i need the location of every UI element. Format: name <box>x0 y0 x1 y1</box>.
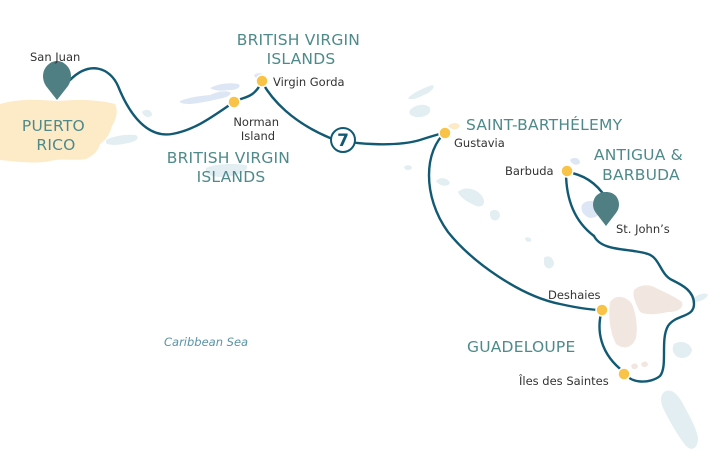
pin-st-johns[interactable] <box>593 192 619 226</box>
region-label-puerto-rico: PUERTO RICO <box>22 117 90 154</box>
port-label-barbuda[interactable]: Barbuda <box>505 164 554 178</box>
island-st-martin <box>409 104 431 118</box>
stop-marker-norman-island[interactable] <box>227 95 241 109</box>
island-st-thomas <box>179 91 231 104</box>
region-label-guadeloupe: GUADELOUPE <box>467 338 575 356</box>
island-les-saintes-1 <box>631 363 638 370</box>
region-label-bvi-south: BRITISH VIRGIN ISLANDS <box>167 149 296 186</box>
island-st-kitts <box>458 188 484 207</box>
sea-label-caribbean: Caribbean Sea <box>164 335 248 349</box>
island-les-saintes-2 <box>641 361 648 368</box>
island-dominica <box>661 390 698 449</box>
island-guadeloupe-basse-terre <box>609 296 637 348</box>
map-pin-icon <box>43 61 71 100</box>
island-anguilla <box>408 85 434 100</box>
route-east-to-barbuda <box>564 170 596 238</box>
stop-marker-deshaies[interactable] <box>595 303 609 317</box>
region-labels: PUERTO RICO BRITISH VIRGIN ISLANDS BRITI… <box>22 31 688 356</box>
region-label-antigua-barbuda: ANTIGUA & BARBUDA <box>594 146 688 184</box>
nights-badge-number: 7 <box>337 131 349 151</box>
island-saba <box>404 165 412 171</box>
island-redonda <box>525 237 532 242</box>
port-label-gustavia[interactable]: Gustavia <box>454 136 505 150</box>
stop-marker-barbuda[interactable] <box>560 164 574 178</box>
stop-marker-iles-des-saintes[interactable] <box>617 367 631 381</box>
port-markers <box>227 74 631 381</box>
route-virgin-gorda-to-gustavia <box>260 80 448 146</box>
pin-san-juan[interactable] <box>43 61 71 100</box>
island-la-desirade <box>694 293 708 302</box>
island-barbuda <box>570 157 580 165</box>
island-puerto-rico <box>0 99 117 163</box>
port-label-norman-island[interactable]: Norman Island <box>233 115 282 143</box>
route-gustavia-to-deshaies <box>427 130 604 312</box>
route-iles-des-saintes-to-guadeloupe-east <box>592 234 696 383</box>
map-pin-icon <box>593 192 619 226</box>
island-marie-galante <box>672 342 692 358</box>
cruise-route <box>68 67 696 383</box>
island-nevis <box>490 209 500 221</box>
port-label-virgin-gorda[interactable]: Virgin Gorda <box>273 75 345 89</box>
land-masses <box>0 73 708 449</box>
port-label-deshaies[interactable]: Deshaies <box>548 288 601 302</box>
port-label-st-johns[interactable]: St. John’s <box>616 222 670 236</box>
island-st-croix <box>206 164 248 177</box>
island-culebra <box>142 109 152 117</box>
island-tortola <box>210 83 240 91</box>
island-st-barth <box>448 123 460 130</box>
route-san-juan-to-norman-island <box>68 67 236 136</box>
port-label-san-juan[interactable]: San Juan <box>30 50 80 64</box>
island-montserrat <box>544 256 554 269</box>
island-statia <box>436 178 450 186</box>
port-label-iles-des-saintes[interactable]: Îles des Saintes <box>518 373 609 388</box>
region-label-bvi-north: BRITISH VIRGIN ISLANDS <box>237 31 366 68</box>
island-guadeloupe-grande-terre <box>633 285 683 315</box>
island-vieques <box>106 134 138 145</box>
region-label-saint-barthelemy: SAINT-BARTHÉLEMY <box>466 115 623 134</box>
stop-marker-gustavia[interactable] <box>438 126 452 140</box>
stop-marker-virgin-gorda[interactable] <box>255 74 269 88</box>
nights-badge: 7 <box>330 127 356 153</box>
port-labels: San Juan Norman Island Virgin Gorda Gust… <box>30 50 670 388</box>
